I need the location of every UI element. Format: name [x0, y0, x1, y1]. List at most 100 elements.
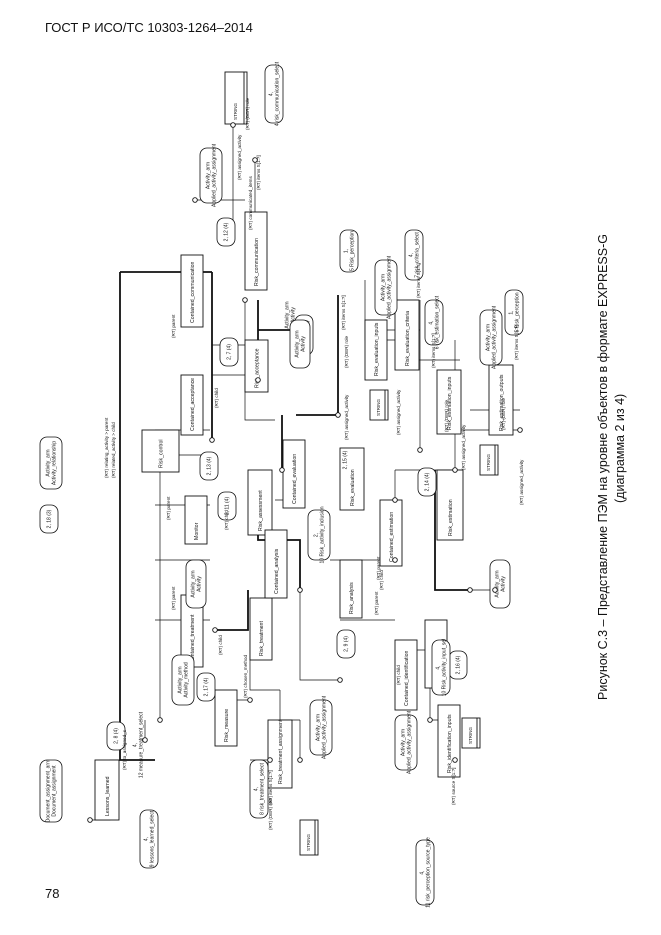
- entity-label-risk_estimation_inputs: Risk_estimation_inputs: [447, 376, 453, 430]
- entity-label-risk_evaluation_inputs: Risk_evaluation_inputs: [374, 322, 380, 376]
- role-label-l_source: (RT) source S[1:?]: [451, 768, 456, 805]
- page-reference-r_aaa4: [309, 699, 333, 756]
- entity-box-risk_acceptance: [244, 339, 269, 393]
- svg-text:2, 17 (4): 2, 17 (4): [204, 677, 210, 696]
- role-label-l_items4: (RT) items S[1:?]: [431, 333, 436, 368]
- page-reference-label-r_2_17: 2, 17 (4): [204, 677, 210, 696]
- svg-text:Applied_activity_assignment: Applied_activity_assignment: [322, 695, 328, 759]
- string-label-string2: STRING: [376, 399, 381, 417]
- entity-box-contained_identification: [394, 639, 418, 711]
- page-reference-label-r_2_18: 2, 18 (3): [47, 509, 53, 528]
- svg-text:Activity_arm: Activity_arm: [381, 274, 387, 301]
- svg-text:4,: 4,: [409, 253, 415, 257]
- svg-text:4,: 4,: [436, 665, 442, 669]
- svg-text:2, 14 (4): 2, 14 (4): [425, 472, 431, 491]
- page-reference-r_comm: [264, 64, 284, 124]
- page-reference-r_evc: [404, 229, 424, 281]
- entity-box-contained_analysis: [264, 529, 288, 599]
- supertype-trunk-treatment: [215, 590, 249, 631]
- page-reference-r_aaa3: [479, 309, 503, 366]
- entity-box-lessons_learned: [94, 759, 120, 821]
- svg-text:Activity_arm: Activity_arm: [178, 666, 184, 693]
- page-reference-r_2_18: [39, 504, 59, 534]
- relationship-end-circle-23: [157, 717, 163, 723]
- page-reference-r_aaa5: [394, 714, 418, 771]
- page-reference-r_2_13: [199, 451, 219, 481]
- svg-text:2, 18 (3): 2, 18 (3): [47, 509, 53, 528]
- role-label-l_role5: (RT) (DER) role: [501, 397, 506, 430]
- svg-text:11 risk_perception_source_type: 11 risk_perception_source_type: [426, 837, 432, 908]
- svg-text:2, 8 (4): 2, 8 (4): [114, 728, 120, 744]
- svg-text:4,: 4,: [269, 92, 275, 96]
- relationship-line-32: [279, 690, 300, 721]
- relationship-end-circle-21: [87, 817, 93, 823]
- svg-text:2, 13 (4): 2, 13 (4): [207, 456, 213, 475]
- string-box-string4: [461, 717, 481, 749]
- entity-label-contained_communication: Contained_communication: [190, 261, 196, 323]
- svg-text:1,: 1,: [509, 310, 515, 314]
- entity-box-contained_communication: [180, 254, 204, 328]
- entity-box-risk_assessment: [247, 469, 273, 536]
- page-reference-r_2_12: [216, 217, 236, 247]
- page-reference-r_act2: [185, 559, 207, 609]
- entity-label-risk_control: Risk_control: [159, 439, 165, 468]
- svg-text:1,: 1,: [344, 249, 350, 253]
- svg-text:Activity_arm: Activity_arm: [285, 301, 291, 328]
- svg-text:Applied_activity_assignment: Applied_activity_assignment: [387, 255, 393, 319]
- page-reference-r_actrel: [39, 436, 63, 490]
- svg-text:12 measure_treatment_select: 12 measure_treatment_select: [139, 711, 145, 778]
- page-reference-r_4_8: [249, 759, 269, 819]
- page-reference-label-r_perc2: 1,5 Risk_perception: [509, 292, 521, 332]
- role-label-l_items3: (RT) items S[1:?]: [416, 263, 421, 298]
- role-label-l_assact4: (RT) assigned_activity: [461, 424, 466, 470]
- entity-box-risk_analysis: [339, 559, 363, 619]
- svg-text:Activity_arm: Activity_arm: [295, 330, 301, 357]
- svg-text:7 risk_criteria_select: 7 risk_criteria_select: [415, 232, 421, 278]
- role-label-l_chosen: (RT) chosen_method: [243, 654, 248, 698]
- svg-text:9 lessons_learned_select: 9 lessons_learned_select: [150, 810, 156, 867]
- page-reference-r_lsel: [139, 809, 159, 869]
- relationship-end-circle-8: [297, 587, 303, 593]
- entity-label-contained_identification: Contained_identification: [404, 651, 410, 706]
- page-reference-label-r_2_16: 2, 16 (4): [456, 655, 462, 674]
- entity-box-risk_control: [141, 429, 180, 473]
- entity-label-risk_acceptance: Risk_acceptance: [255, 348, 261, 388]
- svg-text:Activity_arm: Activity_arm: [46, 449, 52, 476]
- supertype-trunk-estimation: [434, 470, 470, 591]
- svg-text:4,: 4,: [429, 320, 435, 324]
- supertype-trunk-left: [119, 272, 155, 761]
- page-reference-r_perc1: [339, 229, 359, 273]
- svg-text:4 risk_communication_select: 4 risk_communication_select: [275, 61, 281, 126]
- page-reference-r_perc2: [504, 289, 524, 336]
- page-reference-label-r_2_12: 2, 12 (4): [224, 222, 230, 241]
- svg-text:Activity_arm: Activity_arm: [495, 570, 501, 597]
- role-label-l_child3: (RT) child: [379, 570, 384, 590]
- svg-text:8 risk_treatment_select: 8 risk_treatment_select: [260, 763, 266, 815]
- relationship-end-circle-17: [427, 717, 433, 723]
- entity-box-risk_measure: [214, 689, 238, 747]
- relationship-end-circle-19: [297, 757, 303, 763]
- page-reference-label-r_2_15: 2, 15 (4): [343, 450, 349, 469]
- string-label-string3: STRING: [486, 454, 491, 472]
- entity-label-risk_measure: Risk_measure: [224, 709, 230, 742]
- entity-label-risk_estimation_outputs: Risk_estimation_outputs: [499, 374, 505, 431]
- relationship-end-circle-11: [392, 497, 398, 503]
- role-label-l_assact1: (RT) assigned_activity: [237, 134, 242, 180]
- svg-text:5 Risk_perception: 5 Risk_perception: [515, 292, 521, 332]
- svg-text:Applied_activity_assignment: Applied_activity_assignment: [407, 710, 413, 774]
- relationship-end-circle-4: [209, 437, 215, 443]
- relationship-end-circle-22: [492, 587, 498, 593]
- role-label-l_parent4: (RT) parent: [171, 586, 176, 610]
- page-reference-label-r_4_8: 4,8 risk_treatment_select: [254, 763, 266, 815]
- svg-text:2, 9 (4): 2, 9 (4): [344, 636, 350, 652]
- page-reference-r_act4: [289, 319, 311, 369]
